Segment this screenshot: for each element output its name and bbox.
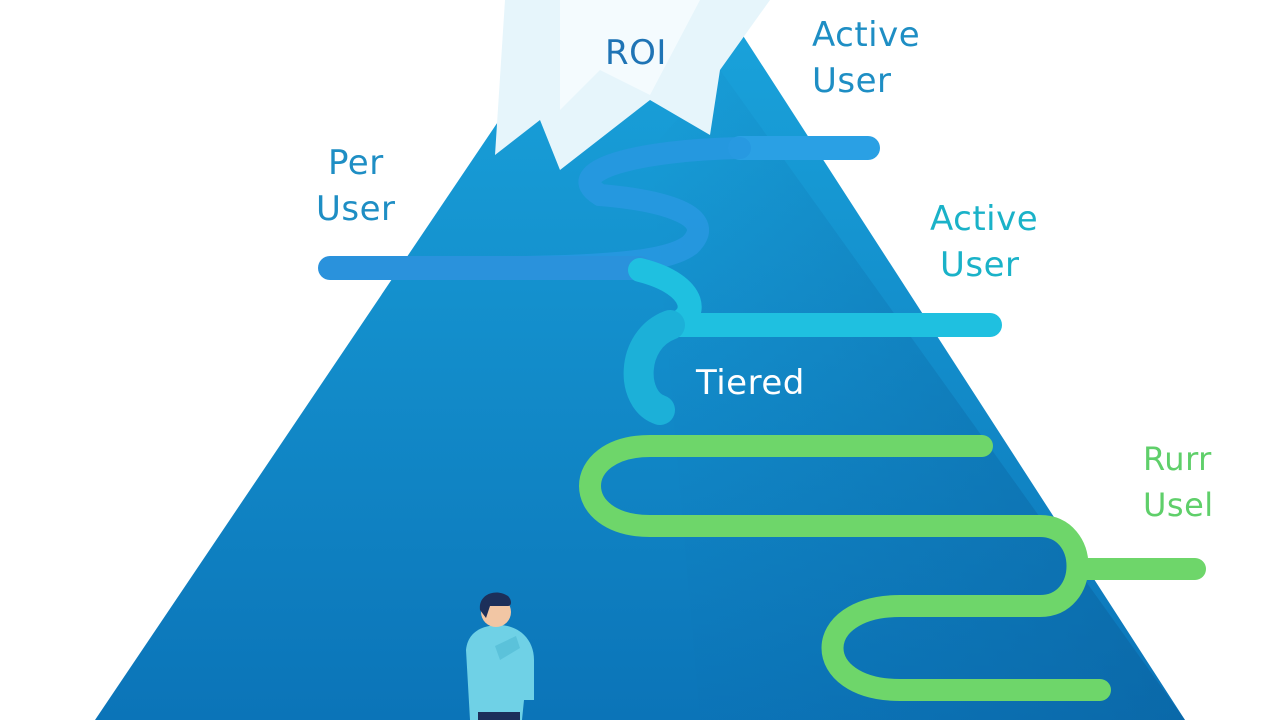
green-path: [579, 435, 1206, 701]
active-user-label-mid: Active User: [930, 196, 1038, 288]
tiered-label: Tiered: [696, 363, 805, 403]
active-user-mid-line1: Active: [930, 199, 1039, 239]
roi-label: ROI: [605, 33, 667, 73]
rurr-line2: Usel: [1143, 486, 1214, 524]
person-figure: [466, 592, 534, 720]
active-user-top-line1: Active: [812, 15, 921, 55]
snow-highlight: [560, 0, 700, 110]
rurr-usel-label: Rurr Usel: [1143, 436, 1214, 528]
active-user-mid-line2: User: [940, 245, 1020, 285]
per-user-line1: Per: [328, 143, 384, 183]
per-user-line2: User: [316, 189, 396, 229]
active-user-label-top: Active User: [812, 12, 920, 104]
per-user-label: Per User: [316, 140, 396, 232]
mountain-shade: [650, 70, 1185, 720]
active-user-top-line2: User: [812, 61, 892, 101]
rurr-line1: Rurr: [1143, 440, 1212, 478]
cyan-path: [623, 258, 1002, 425]
blue-path: [318, 136, 880, 280]
